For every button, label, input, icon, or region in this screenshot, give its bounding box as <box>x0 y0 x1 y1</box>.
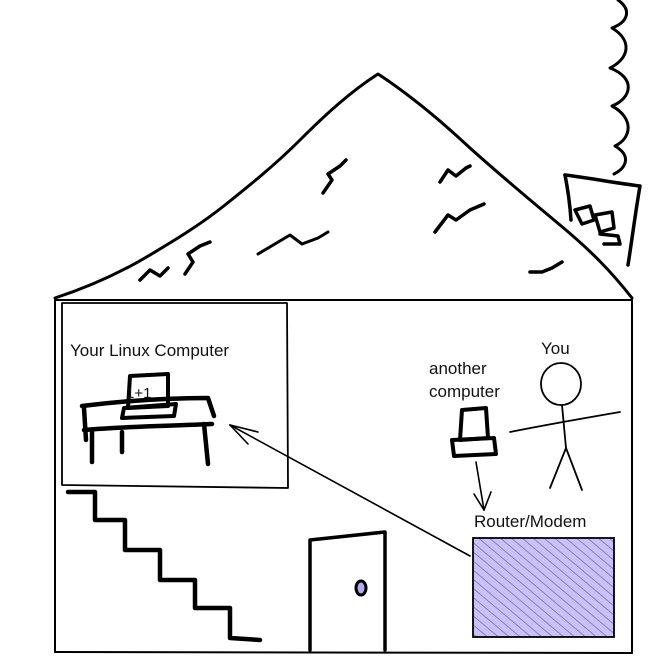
another-computer-label-line2: computer <box>429 382 500 401</box>
another-laptop-icon <box>452 408 496 456</box>
screen-text: 1+1 <box>126 385 151 402</box>
another-computer-label-line1: another <box>429 359 487 378</box>
chimney-icon <box>565 175 640 265</box>
linux-computer-label: Your Linux Computer <box>70 341 229 360</box>
smoke <box>610 0 628 174</box>
roof <box>55 74 632 298</box>
stairs <box>68 492 260 640</box>
stick-figure-icon <box>510 363 620 490</box>
router-modem <box>473 538 614 637</box>
door-icon <box>310 532 385 650</box>
you-label: You <box>541 339 570 358</box>
router-label: Router/Modem <box>474 512 586 531</box>
linux-computer-room <box>62 303 288 488</box>
